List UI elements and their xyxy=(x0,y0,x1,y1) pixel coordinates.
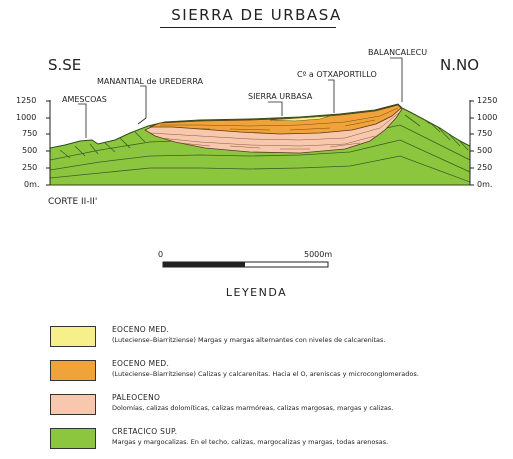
right-tick-1000: 1000 xyxy=(477,113,498,122)
title-underline xyxy=(160,27,336,28)
left-tick-1000: 1000 xyxy=(16,113,37,122)
legend-name: EOCENO MED. xyxy=(112,359,170,368)
legend-swatch xyxy=(50,394,96,415)
eocene-marl-layer xyxy=(269,115,331,122)
left-elevation-axis xyxy=(46,100,51,186)
label-balancalecu: BALANCALECU xyxy=(368,48,428,57)
left-tick-0: 0m. xyxy=(24,180,40,189)
legend-description: Dolomías, calizas dolomíticas, calizas m… xyxy=(112,404,394,412)
legend-title: LEYENDA xyxy=(225,286,288,299)
left-tick-1250: 1250 xyxy=(16,96,37,105)
legend-name: EOCENO MED. xyxy=(112,325,170,334)
right-tick-500: 500 xyxy=(477,146,493,155)
scale-end-label: 5000m xyxy=(304,250,333,259)
legend: EOCENO MED. (Luteciense–Biarritziense) M… xyxy=(50,323,510,459)
legend-item: CRETACICO SUP. Margas y margocalizas. En… xyxy=(50,425,510,459)
left-tick-750: 750 xyxy=(22,129,38,138)
scale-start-label: 0 xyxy=(158,250,164,259)
legend-swatch xyxy=(50,360,96,381)
legend-name: PALEOCENO xyxy=(112,393,161,402)
label-leaders xyxy=(78,57,403,138)
label-manantial-urederra: MANANTIAL de UREDERRA xyxy=(97,77,204,86)
legend-swatch xyxy=(50,326,96,347)
right-tick-250: 250 xyxy=(477,163,493,172)
right-elevation-axis xyxy=(469,100,474,186)
section-label: CORTE II-II' xyxy=(48,197,98,207)
label-amescoas: AMESCOAS xyxy=(62,95,107,104)
legend-item: PALEOCENO Dolomías, calizas dolomíticas,… xyxy=(50,391,510,425)
legend-item: EOCENO MED. (Luteciense–Biarritziense) C… xyxy=(50,357,510,391)
diagram-title: SIERRA DE URBASA xyxy=(171,6,342,24)
legend-name: CRETACICO SUP. xyxy=(112,427,178,436)
legend-description: Margas y margocalizas. En el techo, cali… xyxy=(112,438,389,446)
legend-description: (Luteciense–Biarritziense) Margas y marg… xyxy=(112,336,386,344)
orientation-left-label: S.SE xyxy=(48,56,82,74)
right-tick-0: 0m. xyxy=(477,180,493,189)
right-tick-750: 750 xyxy=(477,129,493,138)
label-otxaportillo: Cº a OTXAPORTILLO xyxy=(297,70,377,79)
label-sierra-urbasa: SIERRA URBASA xyxy=(248,92,313,101)
paleocene-bedding xyxy=(149,111,401,150)
legend-swatch xyxy=(50,428,96,449)
left-tick-500: 500 xyxy=(22,146,38,155)
legend-item: EOCENO MED. (Luteciense–Biarritziense) M… xyxy=(50,323,510,357)
scale-bar xyxy=(162,261,329,268)
legend-description: (Luteciense–Biarritziense) Calizas y cal… xyxy=(112,370,419,378)
left-tick-250: 250 xyxy=(22,163,38,172)
orientation-right-label: N.NO xyxy=(440,56,480,74)
right-tick-1250: 1250 xyxy=(477,96,498,105)
